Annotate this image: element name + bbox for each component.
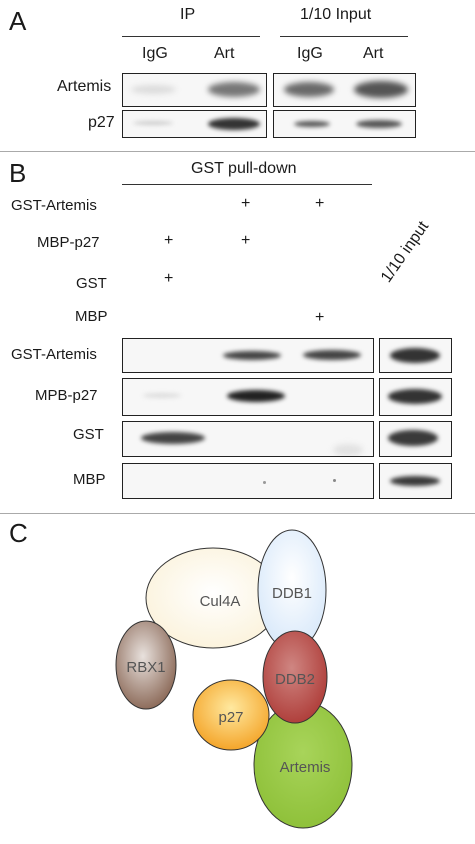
plus-mark: + [315, 195, 325, 212]
band [227, 390, 285, 402]
blot-a-ip-p27 [122, 110, 267, 138]
band [263, 481, 266, 484]
cul4a-label: Cul4A [200, 593, 241, 610]
ddb1-label: DDB1 [272, 585, 312, 602]
band [356, 120, 402, 128]
protein-complex-diagram: Cul4A DDB1 RBX1 DDB2 p27 Artemis [115, 529, 353, 829]
plus-mark: + [315, 309, 325, 326]
row-label-artemis: Artemis [57, 78, 112, 95]
artemis-label: Artemis [280, 759, 331, 776]
ip-group-label: IP [180, 6, 196, 23]
rbx1-node [115, 620, 177, 710]
row-label-p27: p27 [88, 114, 115, 131]
condition-gst: GST [76, 275, 107, 292]
blot-b-gst [122, 421, 374, 457]
input-group-label: 1/10 Input [300, 6, 372, 23]
band [333, 444, 363, 456]
separator-a-b [0, 151, 475, 152]
p27-node [192, 679, 270, 751]
blot-b-input-mpb-p27 [379, 378, 452, 416]
separator-b-c [0, 513, 475, 514]
band [131, 85, 176, 94]
ddb2-node [262, 630, 328, 724]
band [333, 479, 336, 482]
blot-b-input-mbp [379, 463, 452, 499]
band [284, 82, 334, 97]
ip-group-line [122, 36, 260, 37]
blot-a-ip-artemis [122, 73, 267, 107]
panel-c-letter: C [9, 518, 28, 548]
band [303, 350, 361, 360]
band [354, 81, 408, 98]
condition-mbp: MBP [75, 308, 108, 325]
band [223, 351, 281, 360]
band [208, 118, 260, 130]
panel-a-letter: A [9, 6, 27, 36]
lane-label-art-ip: Art [214, 45, 235, 62]
pulldown-header-line [122, 184, 372, 185]
blot-b-mpb-p27 [122, 378, 374, 416]
lane-label-igg-ip: IgG [142, 45, 168, 62]
blot-b-gst-artemis [122, 338, 374, 373]
row-label-mpb-p27: MPB-p27 [35, 387, 98, 404]
input-group-line [280, 36, 408, 37]
blot-b-mbp [122, 463, 374, 499]
lane-label-art-input: Art [363, 45, 384, 62]
blot-b-input-gst-artemis [379, 338, 452, 373]
plus-mark: + [241, 195, 251, 212]
plus-mark: + [164, 270, 174, 287]
pulldown-header: GST pull-down [191, 160, 297, 177]
blot-a-input-artemis [273, 73, 416, 107]
p27-label: p27 [218, 709, 243, 726]
band [294, 121, 330, 127]
condition-gst-artemis: GST-Artemis [11, 197, 97, 214]
row-label-gst: GST [73, 426, 104, 443]
panel-b-letter: B [9, 158, 27, 188]
row-label-gst-artemis: GST-Artemis [11, 346, 97, 363]
band [390, 348, 440, 363]
band [208, 82, 260, 97]
lane-label-igg-input: IgG [297, 45, 323, 62]
row-label-mbp: MBP [73, 471, 106, 488]
blot-a-input-p27 [273, 110, 416, 138]
ddb2-label: DDB2 [275, 671, 315, 688]
band [141, 432, 205, 444]
band [143, 393, 181, 398]
band [388, 389, 442, 404]
input-rotated-label: 1/10 input [378, 218, 433, 286]
plus-mark: + [241, 232, 251, 249]
band [390, 476, 440, 486]
band [133, 121, 173, 125]
rbx1-label: RBX1 [126, 659, 165, 676]
blot-b-input-gst [379, 421, 452, 457]
plus-mark: + [164, 232, 174, 249]
band [388, 430, 438, 446]
condition-mbp-p27: MBP-p27 [37, 234, 100, 251]
